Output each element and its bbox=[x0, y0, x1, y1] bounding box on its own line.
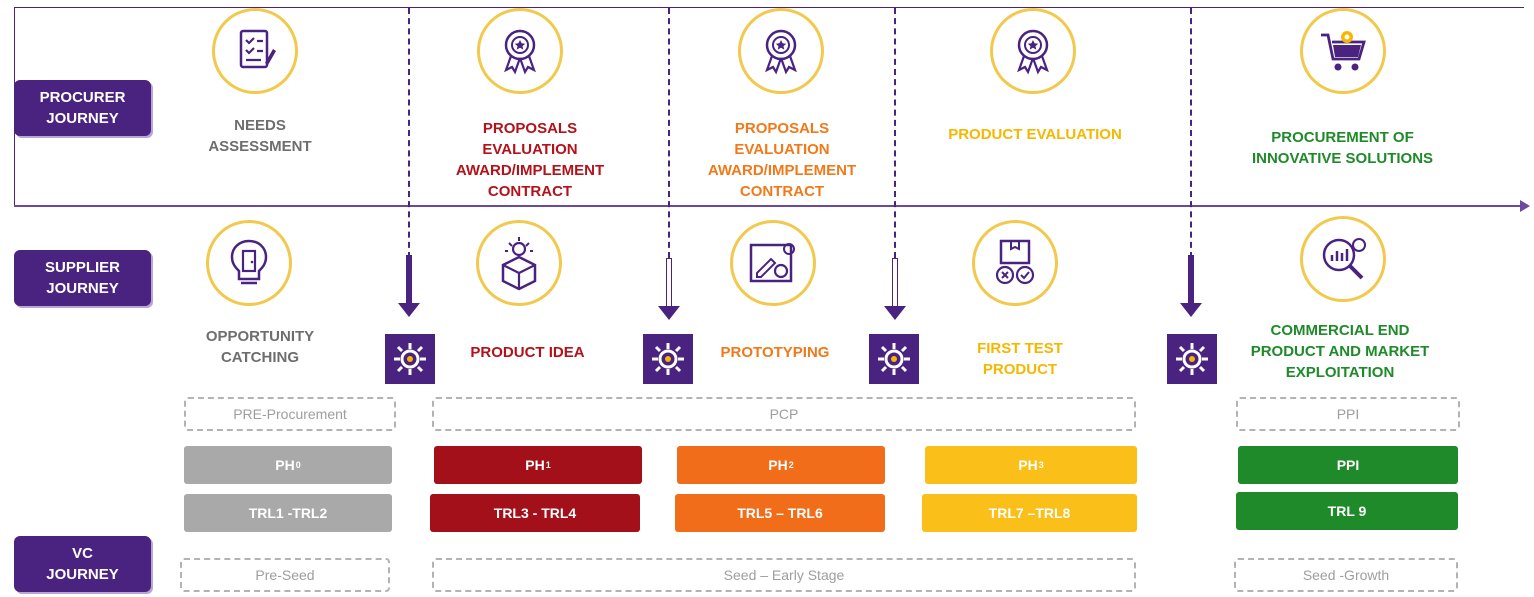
stage-line: PROPOSALS bbox=[482, 120, 578, 137]
left-border bbox=[14, 7, 15, 207]
analytics-magnifier-icon bbox=[1300, 216, 1386, 302]
shopping-cart-gear-icon bbox=[1300, 8, 1386, 94]
stage-line: PROPOSALS bbox=[734, 120, 830, 137]
phase-label: PH bbox=[768, 457, 788, 473]
network-gear-icon bbox=[643, 334, 693, 384]
vc-journey-line2: JOURNEY bbox=[46, 566, 119, 583]
trl-bar-0: TRL1 -TRL2 bbox=[184, 494, 392, 532]
phase-label: PPI bbox=[1336, 457, 1360, 473]
stage-line: ASSESSMENT bbox=[208, 138, 312, 155]
procurer-stage-proposals-1: PROPOSALS EVALUATION AWARD/IMPLEMENT CON… bbox=[430, 118, 630, 202]
network-gear-icon bbox=[385, 334, 435, 384]
stage-line: CONTRACT bbox=[739, 183, 825, 200]
procurer-journey-line2: JOURNEY bbox=[46, 110, 119, 127]
phase-sub: 0 bbox=[295, 460, 301, 470]
vc-journey-label: VC JOURNEY bbox=[14, 536, 151, 592]
test-box-icon bbox=[972, 220, 1058, 306]
supplier-stage-commercial: COMMERCIAL END PRODUCT AND MARKET EXPLOI… bbox=[1235, 320, 1445, 383]
stage-line: CONTRACT bbox=[487, 183, 573, 200]
down-arrow-icon bbox=[1180, 255, 1202, 317]
procurer-stage-proposals-2: PROPOSALS EVALUATION AWARD/IMPLEMENT CON… bbox=[682, 118, 882, 202]
divider-4 bbox=[1190, 8, 1192, 258]
procurer-journey-line1: PROCURER bbox=[39, 89, 126, 106]
stage-line: PRODUCT AND MARKET bbox=[1250, 343, 1430, 360]
seed-growth-group: Seed -Growth bbox=[1234, 558, 1458, 592]
stage-line: FIRST TEST bbox=[977, 340, 1063, 357]
idea-box-icon bbox=[476, 220, 562, 306]
phase-label: PH bbox=[275, 457, 295, 473]
stage-line: PRODUCT bbox=[982, 361, 1058, 378]
blueprint-icon bbox=[730, 220, 816, 306]
divider-1 bbox=[408, 8, 410, 258]
award-badge-icon bbox=[738, 8, 824, 94]
stage-line: PROTOTYPING bbox=[720, 344, 830, 361]
stage-line: EXPLOITATION bbox=[1285, 364, 1395, 381]
stage-line: EVALUATION bbox=[482, 141, 578, 158]
down-arrow-icon bbox=[658, 258, 680, 320]
stage-line: AWARD/IMPLEMENT bbox=[455, 162, 605, 179]
stage-line: CATCHING bbox=[220, 349, 300, 366]
award-badge-icon bbox=[477, 8, 563, 94]
phase-label: PH bbox=[525, 457, 545, 473]
procurer-stage-needs: NEEDS ASSESSMENT bbox=[180, 115, 340, 157]
stage-line: EVALUATION bbox=[734, 141, 830, 158]
supplier-journey-line1: SUPPLIER bbox=[44, 259, 120, 276]
stage-line: AWARD/IMPLEMENT bbox=[707, 162, 857, 179]
phase-sub: 3 bbox=[1038, 460, 1044, 470]
procurer-stage-product-evaluation: PRODUCT EVALUATION bbox=[925, 124, 1145, 145]
phase-label: PH bbox=[1018, 457, 1038, 473]
down-arrow-icon bbox=[398, 255, 420, 317]
trl-bar-3: TRL7 –TRL8 bbox=[922, 494, 1137, 532]
stage-line: PROCUREMENT OF bbox=[1271, 129, 1414, 146]
supplier-stage-product-idea: PRODUCT IDEA bbox=[440, 342, 615, 363]
timeline-arrowhead bbox=[1520, 200, 1530, 212]
supplier-journey-label: SUPPLIER JOURNEY bbox=[14, 250, 151, 306]
network-gear-icon bbox=[1167, 334, 1217, 384]
procurer-stage-procurement: PROCUREMENT OF INNOVATIVE SOLUTIONS bbox=[1225, 127, 1460, 169]
divider-3 bbox=[894, 8, 896, 258]
phase-sub: 2 bbox=[788, 460, 794, 470]
stage-line: INNOVATIVE SOLUTIONS bbox=[1251, 150, 1434, 167]
stage-line: NEEDS bbox=[234, 117, 286, 134]
checklist-icon bbox=[212, 8, 298, 94]
pre-seed-group: Pre-Seed bbox=[180, 558, 390, 592]
procurer-journey-label: PROCURER JOURNEY bbox=[14, 80, 151, 136]
trl-bar-4: TRL 9 bbox=[1236, 492, 1458, 530]
supplier-stage-opportunity: OPPORTUNITY CATCHING bbox=[180, 326, 340, 368]
trl-bar-1: TRL3 - TRL4 bbox=[430, 494, 640, 532]
top-border bbox=[14, 7, 1524, 8]
vc-journey-line1: VC bbox=[72, 545, 93, 562]
phase-sub: 1 bbox=[545, 460, 551, 470]
network-gear-icon bbox=[869, 334, 919, 384]
pcp-group: PCP bbox=[432, 397, 1136, 431]
stage-line: OPPORTUNITY bbox=[205, 328, 315, 345]
stage-line: PRODUCT EVALUATION bbox=[948, 126, 1122, 143]
supplier-journey-line2: JOURNEY bbox=[46, 280, 119, 297]
stage-line: COMMERCIAL END bbox=[1270, 322, 1410, 339]
award-badge-icon bbox=[990, 8, 1076, 94]
stage-line: PRODUCT IDEA bbox=[470, 344, 585, 361]
divider-2 bbox=[668, 8, 670, 258]
supplier-stage-first-test: FIRST TEST PRODUCT bbox=[935, 338, 1105, 380]
supplier-stage-prototyping: PROTOTYPING bbox=[690, 342, 860, 363]
seed-early-group: Seed – Early Stage bbox=[432, 558, 1136, 592]
trl-bar-2: TRL5 – TRL6 bbox=[675, 494, 885, 532]
down-arrow-icon bbox=[884, 258, 906, 320]
phase-bar-ppi: PPI bbox=[1238, 446, 1458, 484]
ppi-group: PPI bbox=[1236, 397, 1460, 431]
timeline-line bbox=[14, 205, 1522, 207]
pre-procurement-group: PRE-Procurement bbox=[184, 397, 396, 431]
lightbulb-door-icon bbox=[206, 220, 292, 306]
